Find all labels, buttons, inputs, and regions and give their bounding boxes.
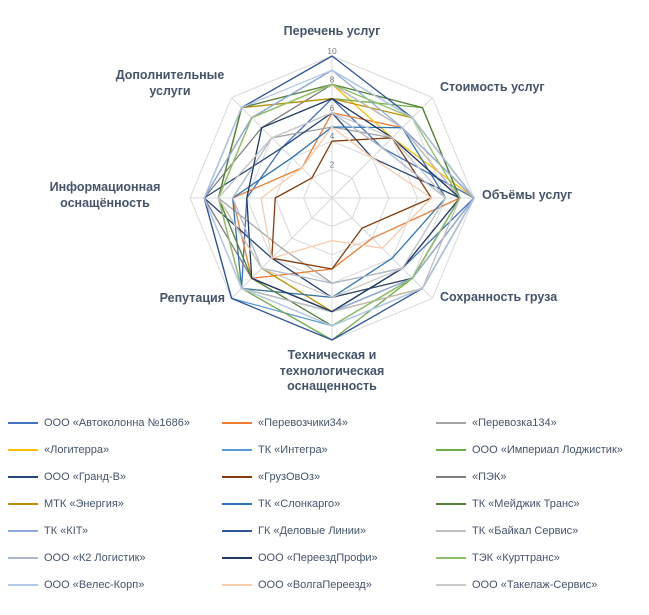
legend-label: ТК «Интегра» — [258, 443, 328, 456]
legend-item: ТЭК «Курттранс» — [436, 549, 644, 566]
legend-label: ООО «Велес-Корп» — [44, 578, 145, 591]
legend-item: «Перевозчики34» — [222, 414, 430, 431]
legend-label: ООО «Автоколонна №1686» — [44, 416, 190, 429]
chart-legend: ООО «Автоколонна №1686» «Перевозчики34» «П… — [8, 414, 644, 593]
radial-tick-label: 2 — [330, 160, 335, 170]
legend-label: ООО «Такелаж-Сервис» — [472, 578, 598, 591]
legend-line-swatch-icon — [222, 583, 252, 586]
legend-line-swatch-icon — [436, 529, 466, 532]
legend-line-swatch-icon — [8, 475, 38, 478]
legend-line-swatch-icon — [8, 583, 38, 586]
legend-item: ТК «КIТ» — [8, 522, 216, 539]
legend-item: ГК «Деловые Линии» — [222, 522, 430, 539]
axis-label-informacionnaya: Информационная оснащённость — [49, 180, 161, 210]
axis-label-perechen-uslug: Перечень услуг — [283, 24, 381, 38]
axis-label-stoimost-uslug: Стоимость услуг — [440, 80, 545, 94]
legend-label: «ПЭК» — [472, 470, 507, 483]
axis-label-reputaciya: Репутация — [159, 291, 225, 305]
series-line-8 — [271, 137, 433, 270]
legend-item: ООО «Велес-Корп» — [8, 576, 216, 593]
legend-line-swatch-icon — [436, 448, 466, 451]
legend-label: «Логитерра» — [44, 443, 110, 456]
legend-item: ТК «Интегра» — [222, 441, 430, 458]
legend-line-swatch-icon — [222, 529, 252, 532]
legend-label: МТК «Энергия» — [44, 497, 124, 510]
legend-label: ТК «Мейджик Транс» — [472, 497, 580, 510]
legend-item: МТК «Энергия» — [8, 495, 216, 512]
legend-label: «ГрузОвОз» — [258, 470, 321, 483]
axis-label-obemy-uslug: Объёмы услуг — [482, 188, 573, 202]
axis-label-dopolnitelnye: Дополнительные услуги — [115, 68, 225, 98]
legend-item: «ГрузОвОз» — [222, 468, 430, 485]
series-line-21 — [217, 112, 447, 299]
series-line-20 — [260, 126, 433, 259]
legend-item: ООО «К2 Логистик» — [8, 549, 216, 566]
axis-label-tehnicheskaya: Техническая и технологическая оснащеннос… — [279, 348, 385, 394]
series-line-19 — [203, 69, 475, 327]
legend-label: ГК «Деловые Линии» — [258, 524, 367, 537]
legend-item: ООО «Гранд-В» — [8, 468, 216, 485]
legend-label: ТЭК «Курттранс» — [472, 551, 560, 564]
legend-item: ТК «Слонкарго» — [222, 495, 430, 512]
legend-label: «Перевозка134» — [472, 416, 557, 429]
legend-line-swatch-icon — [222, 502, 252, 505]
legend-label: ООО «Гранд-В» — [44, 470, 127, 483]
legend-item: ООО «Автоколонна №1686» — [8, 414, 216, 431]
series-line-16 — [231, 112, 447, 284]
legend-label: ТК «Байкал Сервис» — [472, 524, 579, 537]
legend-label: ТК «КIТ» — [44, 524, 89, 537]
legend-item: «ПЭК» — [436, 468, 644, 485]
legend-line-swatch-icon — [8, 529, 38, 532]
legend-item: ТК «Байкал Сервис» — [436, 522, 644, 539]
radial-tick-label: 4 — [330, 131, 335, 141]
legend-item: «Логитерра» — [8, 441, 216, 458]
legend-item: ООО «Такелаж-Сервис» — [436, 576, 644, 593]
radial-tick-label: 6 — [330, 103, 335, 113]
legend-label: «Перевозчики34» — [258, 416, 348, 429]
radar-chart: 2 4 6 8 10 — [189, 46, 475, 341]
legend-item: ООО «ВолгаПереезд» — [222, 576, 430, 593]
legend-line-swatch-icon — [8, 448, 38, 451]
legend-line-swatch-icon — [222, 448, 252, 451]
radial-tick-label: 8 — [330, 74, 335, 84]
axis-label-sohrannost-gruza: Сохранность груза — [440, 290, 558, 304]
legend-line-swatch-icon — [222, 421, 252, 424]
series-line-6 — [217, 97, 461, 341]
legend-item: ООО «ПереездПрофи» — [222, 549, 430, 566]
legend-line-swatch-icon — [436, 583, 466, 586]
legend-line-swatch-icon — [436, 475, 466, 478]
legend-label: ООО «Империал Лоджистик» — [472, 443, 623, 456]
legend-item: ТК «Мейджик Транс» — [436, 495, 644, 512]
legend-line-swatch-icon — [8, 502, 38, 505]
legend-item: ООО «Империал Лоджистик» — [436, 441, 644, 458]
legend-label: ООО «ПереездПрофи» — [258, 551, 378, 564]
series-line-11 — [231, 126, 447, 299]
legend-label: ООО «К2 Логистик» — [44, 551, 146, 564]
legend-line-swatch-icon — [436, 421, 466, 424]
legend-line-swatch-icon — [222, 556, 252, 559]
legend-line-swatch-icon — [436, 556, 466, 559]
series-line-17 — [246, 97, 461, 313]
legend-label: ТК «Слонкарго» — [258, 497, 341, 510]
legend-line-swatch-icon — [8, 421, 38, 424]
legend-line-swatch-icon — [8, 556, 38, 559]
radial-tick-label: 10 — [327, 46, 337, 56]
legend-item: «Перевозка134» — [436, 414, 644, 431]
legend-line-swatch-icon — [222, 475, 252, 478]
legend-line-swatch-icon — [436, 502, 466, 505]
legend-label: ООО «ВолгаПереезд» — [258, 578, 372, 591]
